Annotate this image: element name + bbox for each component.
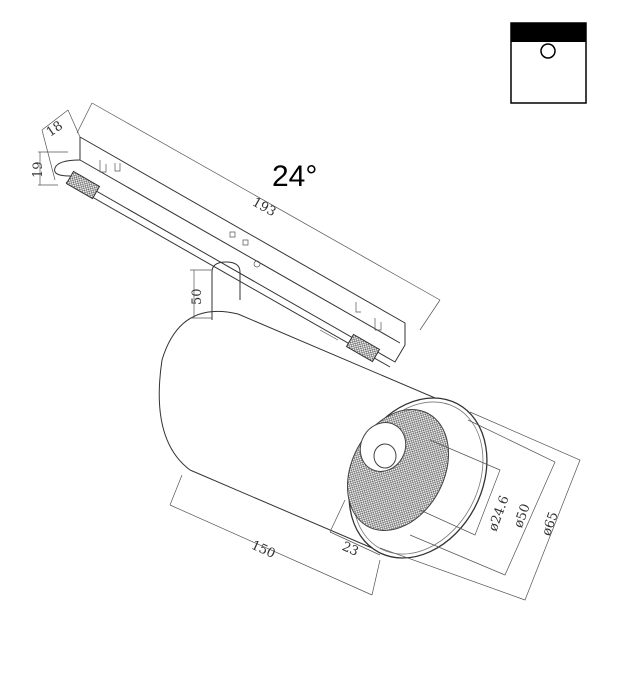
dimension-lines xyxy=(38,102,581,601)
lens-inner-diameter-dimension: ø24.6 xyxy=(486,494,513,534)
track-width-dimension: 18 xyxy=(44,119,66,141)
body-length-dimension: 150 xyxy=(249,538,278,562)
stem-height-dimension: 50 xyxy=(190,288,205,305)
body-diameter-dimension: ø65 xyxy=(539,510,561,538)
track-length-dimension: 193 xyxy=(249,195,278,220)
stem xyxy=(211,261,241,320)
ceiling-track-mount-icon xyxy=(510,22,587,104)
track-adapter xyxy=(54,136,406,368)
reflector-diameter-dimension: ø50 xyxy=(511,502,533,530)
beam-angle-label: 24° xyxy=(272,160,317,193)
spotlight-body xyxy=(158,310,488,559)
track-height-dimension: 19 xyxy=(31,161,46,178)
lens-depth-dimension: 23 xyxy=(339,539,360,559)
